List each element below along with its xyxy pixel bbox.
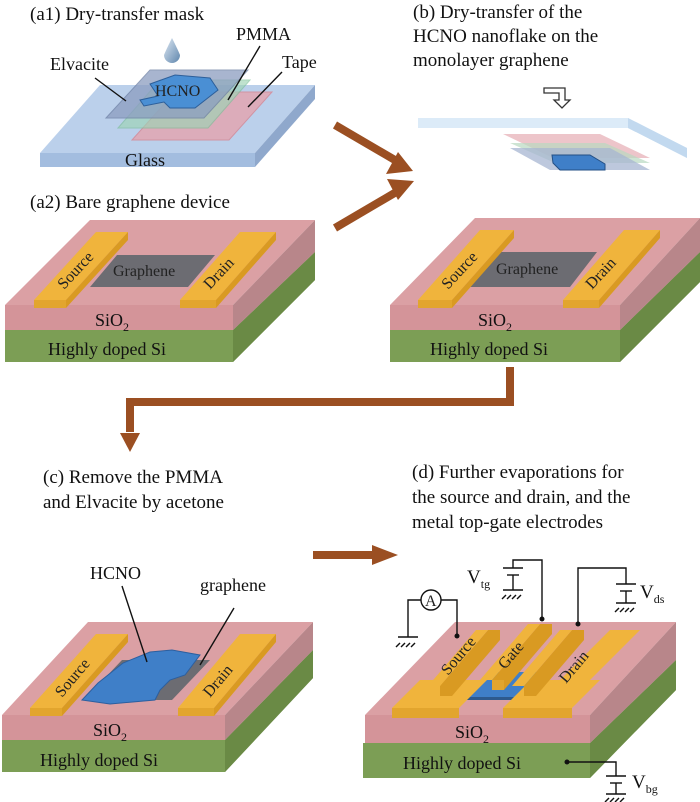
device-c: Source Drain SiO2 Highly doped Si (2, 622, 313, 772)
label-sio2-d: SiO2 (455, 722, 489, 746)
arrow-a1-to-b (332, 121, 413, 174)
label-hcno-c: HCNO (90, 563, 141, 583)
label-elvacite: Elvacite (50, 54, 109, 74)
label-tape: Tape (282, 52, 317, 72)
panel-d: (d) Further evaporations for the source … (363, 462, 676, 802)
panel-c: (c) Remove the PMMA and Elvacite by acet… (2, 467, 313, 772)
label-vbg: Vbg (632, 772, 658, 796)
arrow-a2-to-b (332, 179, 414, 232)
panel-b: (b) Dry-transfer of the HCNO nanoflake o… (413, 2, 687, 171)
leader-pmma (227, 45, 261, 101)
hcno-flake-c (80, 649, 201, 705)
press-down-arrow-icon (543, 87, 572, 109)
leader-elvacite (94, 77, 127, 102)
label-pmma: PMMA (236, 24, 291, 44)
caption-d-line-3: metal top-gate electrodes (412, 512, 603, 533)
device-b: Graphene Source Drain SiO2 Highly doped … (390, 218, 700, 362)
ground-icon-ammeter (395, 636, 418, 648)
acetone-droplet-icon (164, 38, 180, 63)
device-a2: Graphene Source Drain SiO2 Highly doped … (5, 220, 315, 362)
label-hcno-a1: HCNO (155, 83, 200, 100)
label-graphene-b: Graphene (496, 261, 558, 278)
caption-b-line-3: monolayer graphene (413, 50, 569, 71)
label-si-b: Highly doped Si (430, 339, 548, 359)
label-sio2-b: SiO2 (478, 310, 512, 334)
label-sio2-a2: SiO2 (95, 310, 129, 334)
label-si-c: Highly doped Si (40, 750, 158, 770)
graphene-a2 (90, 255, 215, 287)
label-graphene-c: graphene (200, 575, 266, 595)
arrow-c-to-d (313, 545, 398, 565)
leader-tape (247, 71, 283, 108)
label-vtg: Vtg (467, 567, 490, 591)
label-vds: Vds (640, 582, 665, 606)
caption-c-line-2: and Elvacite by acetone (43, 492, 224, 513)
label-glass: Glass (125, 150, 165, 170)
ammeter-circuit: A (395, 589, 460, 648)
hcno-flake-a1 (139, 74, 219, 109)
panel-a1: (a1) Dry-transfer mask HCNO Elvacite PMM… (30, 4, 317, 170)
caption-c-line-1: (c) Remove the PMMA (43, 467, 223, 488)
inverted-stamp (418, 118, 687, 171)
vtg-source: Vtg (467, 559, 545, 622)
label-si-a2: Highly doped Si (48, 339, 166, 359)
leader-hcno-c (121, 585, 148, 663)
caption-d-line-1: (d) Further evaporations for (412, 462, 624, 483)
vbg-source: Vbg (564, 759, 658, 802)
label-sio2-c: SiO2 (93, 720, 127, 744)
label-si-d: Highly doped Si (403, 753, 521, 773)
caption-b-line-1: (b) Dry-transfer of the (413, 2, 582, 23)
caption-b-line-2: HCNO nanoflake on the (413, 26, 598, 47)
hcno-flake-b (551, 154, 606, 171)
caption-d-line-2: the source and drain, and the (412, 487, 630, 508)
panel-a2: (a2) Bare graphene device Graphene Sourc… (5, 192, 315, 362)
caption-a1: (a1) Dry-transfer mask (30, 4, 205, 25)
vds-source: Vds (575, 567, 665, 627)
label-ammeter: A (425, 593, 437, 610)
device-d: Source Gate Drain SiO2 Highly doped Si (363, 622, 676, 778)
leader-graphene-c (199, 607, 235, 666)
arrow-b-to-c (120, 367, 514, 452)
graphene-b (470, 252, 597, 287)
label-graphene-a2: Graphene (113, 263, 175, 280)
caption-a2: (a2) Bare graphene device (30, 192, 230, 213)
